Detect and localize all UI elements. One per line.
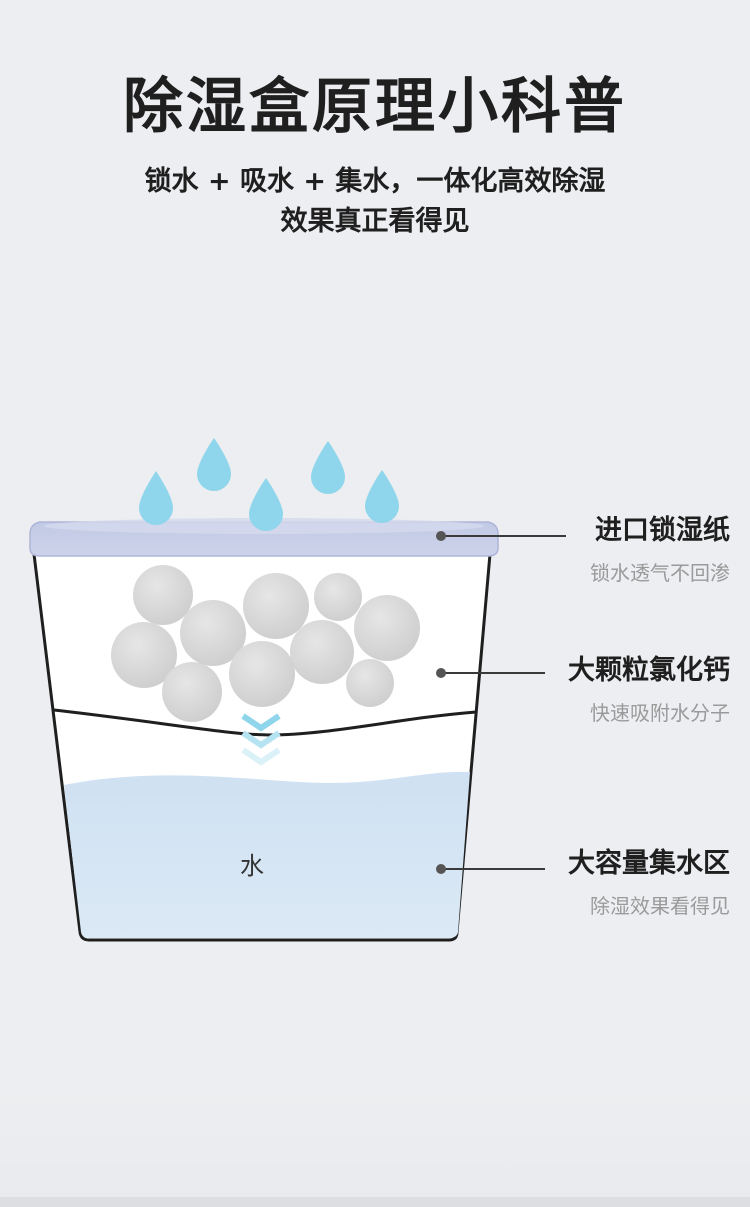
- ball: [162, 662, 222, 722]
- water-drop-icon: [249, 478, 283, 531]
- label-calcium-chloride-desc: 快速吸附水分子: [590, 701, 730, 725]
- water-label: 水: [240, 852, 264, 880]
- ball: [243, 573, 309, 639]
- ball: [290, 620, 354, 684]
- label-water-collection-desc: 除湿效果看得见: [590, 894, 730, 918]
- calcium-chloride-balls: [111, 565, 420, 722]
- ball: [346, 659, 394, 707]
- ball: [354, 595, 420, 661]
- water-droplets: [139, 438, 399, 531]
- label-lock-paper-desc: 锁水透气不回渗: [590, 561, 730, 585]
- label-calcium-chloride-title: 大颗粒氯化钙: [568, 655, 730, 686]
- label-water-collection-title: 大容量集水区: [568, 848, 730, 879]
- water-drop-icon: [197, 438, 231, 491]
- leader-lines: [436, 531, 566, 874]
- label-lock-paper: 进口锁湿纸 锁水透气不回渗: [590, 512, 730, 588]
- ball: [180, 600, 246, 666]
- ball: [229, 641, 295, 707]
- ball: [111, 622, 177, 688]
- water-area: [64, 771, 470, 938]
- subtitle-line-2: 效果真正看得见: [280, 206, 470, 237]
- ball: [314, 573, 362, 621]
- ball: [133, 565, 193, 625]
- label-water-collection: 大容量集水区 除湿效果看得见: [568, 845, 730, 921]
- label-calcium-chloride: 大颗粒氯化钙 快速吸附水分子: [568, 652, 730, 728]
- page-subtitle: 锁水 + 吸水 + 集水，一体化高效除湿 效果真正看得见: [0, 162, 750, 242]
- page-title: 除湿盒原理小科普: [123, 72, 627, 142]
- separator-line: [53, 708, 477, 737]
- label-lock-paper-title: 进口锁湿纸: [595, 515, 730, 546]
- water-drop-icon: [311, 441, 345, 494]
- water-drop-icon: [365, 470, 399, 523]
- subtitle-line-1: 锁水 + 吸水 + 集水，一体化高效除湿: [144, 166, 606, 197]
- bottom-strip: [0, 1197, 750, 1207]
- down-arrow-icon: [241, 713, 281, 766]
- water-drop-icon: [139, 471, 173, 525]
